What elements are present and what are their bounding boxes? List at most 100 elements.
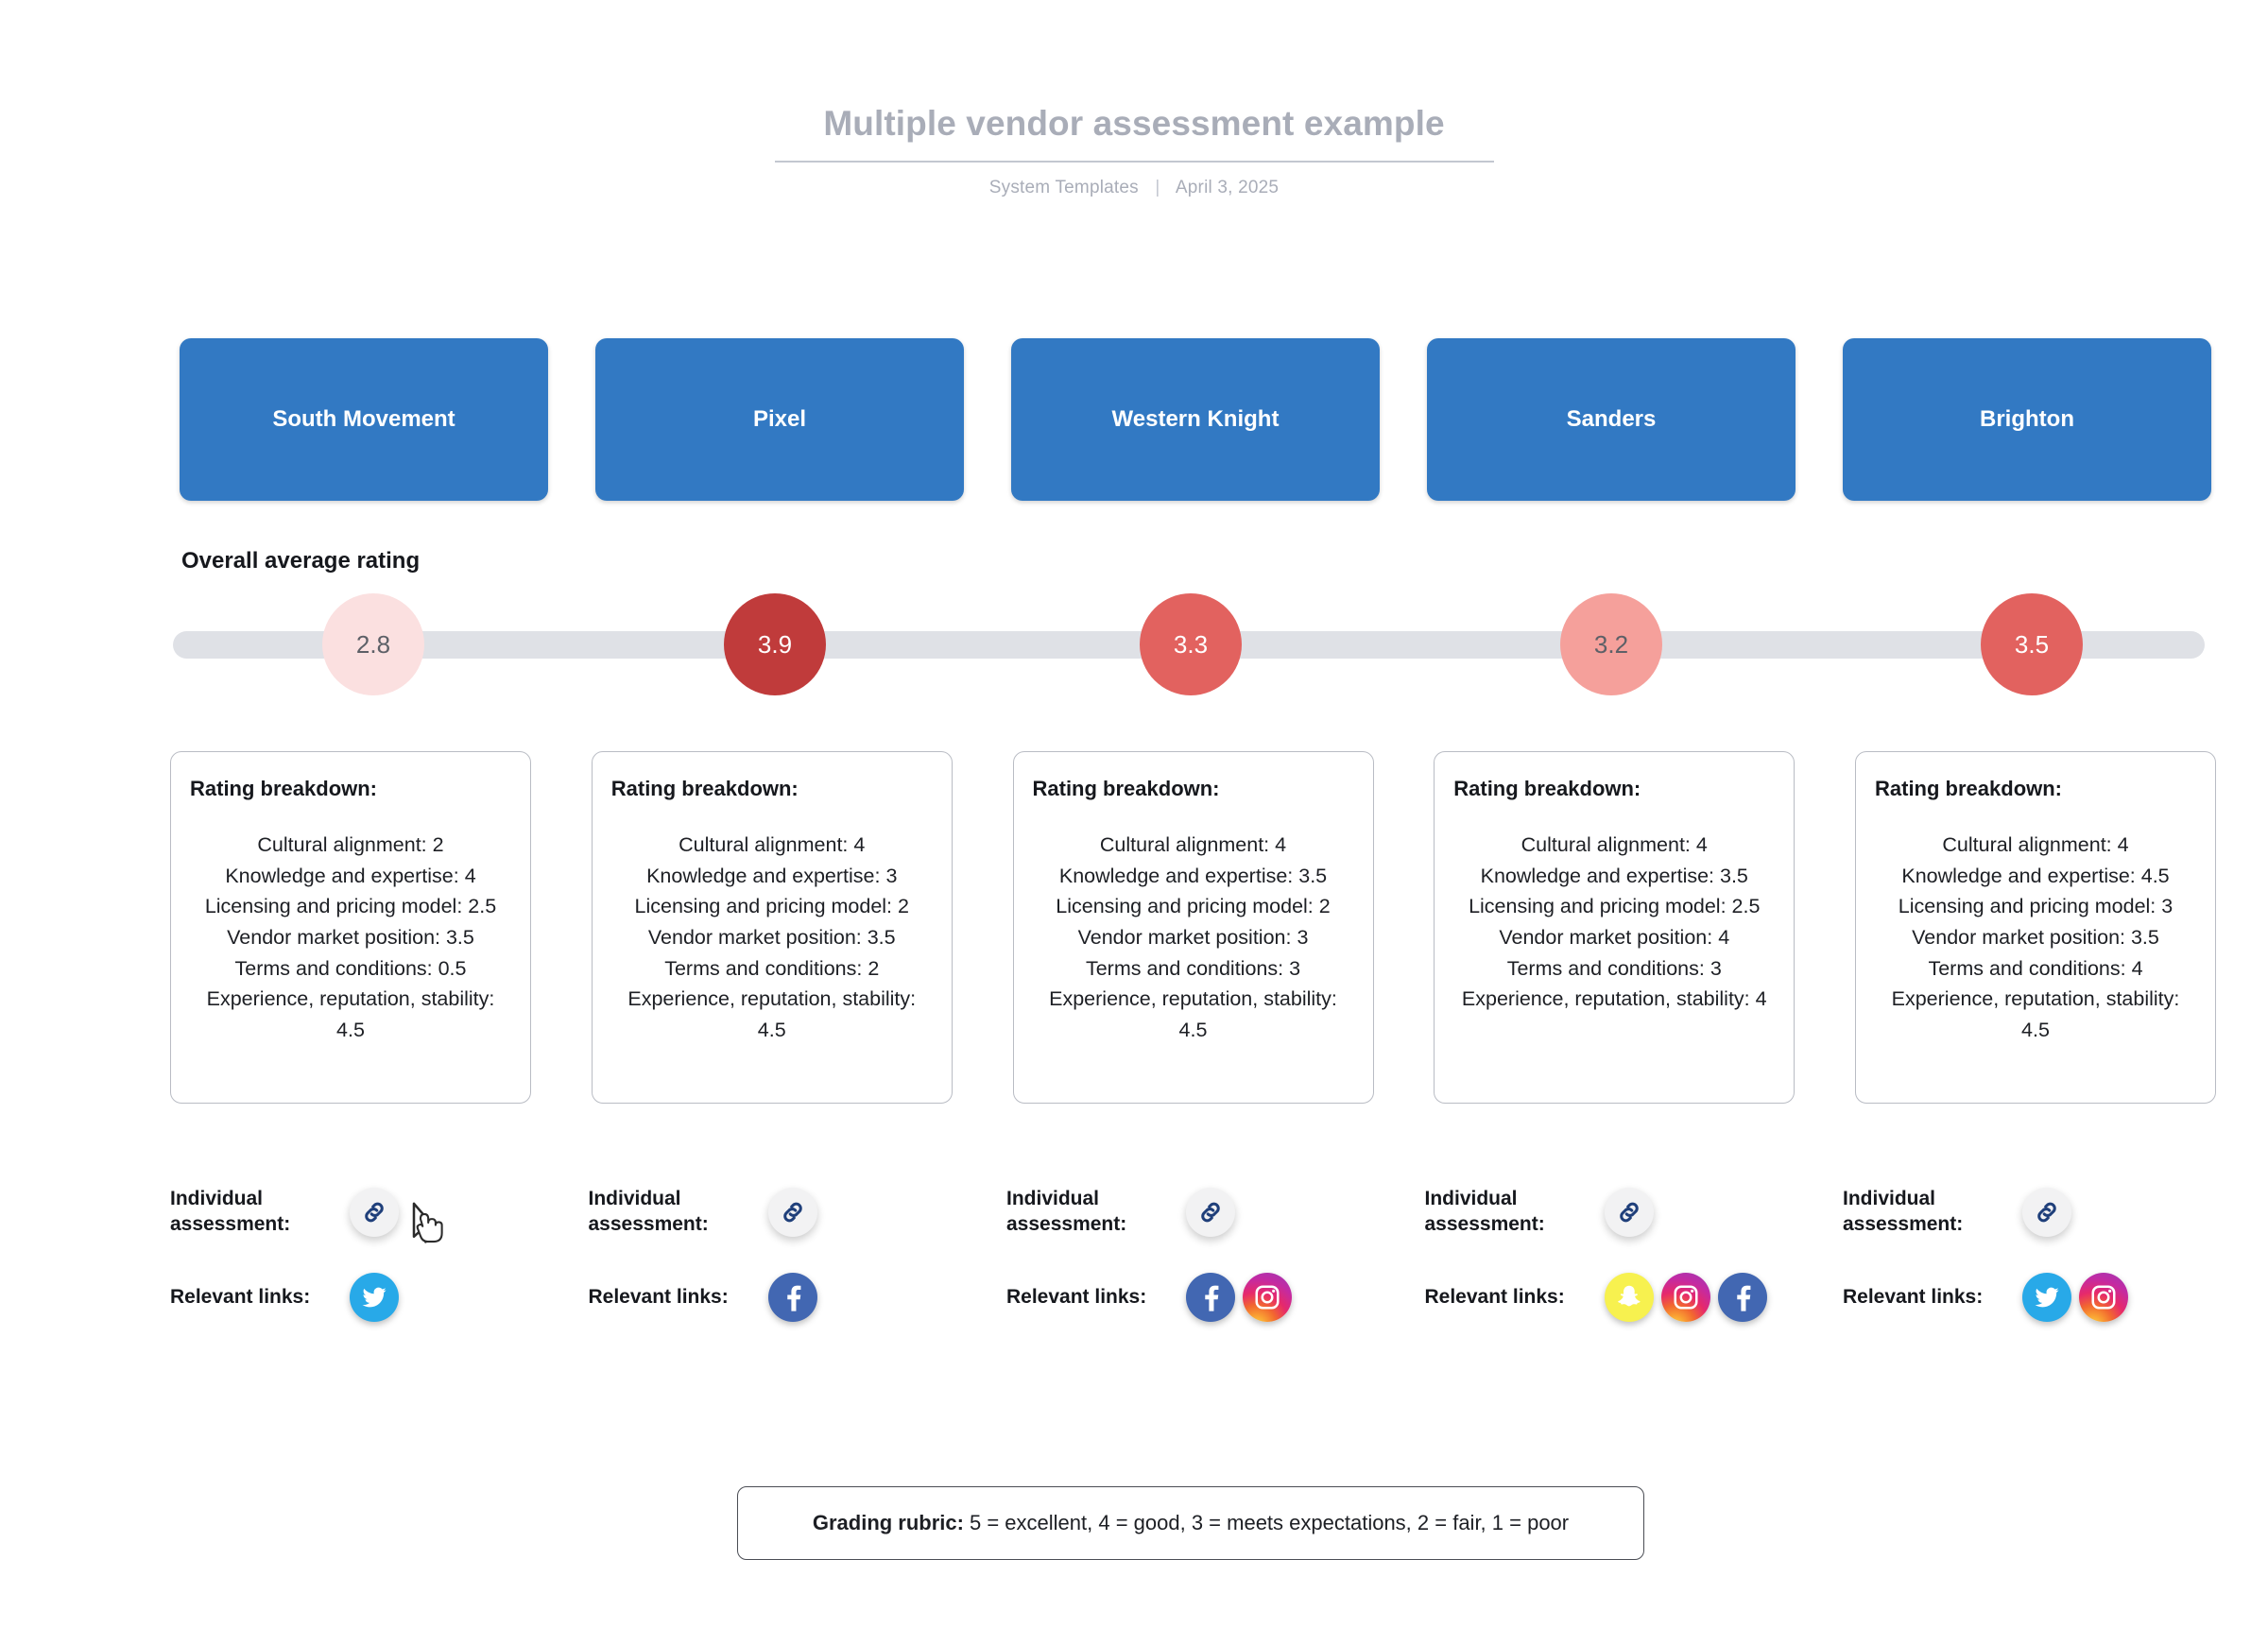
meta-source: System Templates <box>988 178 1139 197</box>
individual-assessment-label: Individual assessment: <box>1843 1188 1964 1235</box>
grading-rubric-label: Grading rubric: <box>812 1511 964 1534</box>
rating-breakdown-item: Cultural alignment: 4 <box>1521 833 1708 856</box>
rating-breakdown-item: Knowledge and expertise: 3 <box>646 864 898 887</box>
rating-breakdown-item: Vendor market position: 3.5 <box>227 926 474 950</box>
rating-bubble-3[interactable]: 3.3 <box>1140 593 1242 695</box>
individual-assessment-row: Individual assessment: <box>1425 1167 1803 1258</box>
link-icon[interactable] <box>2022 1188 2071 1237</box>
rating-breakdown-title: Rating breakdown: <box>1875 777 2063 800</box>
overall-rating-label: Overall average rating <box>181 548 421 574</box>
vendor-column: South Movement <box>180 338 548 501</box>
facebook-icon[interactable] <box>767 1273 817 1322</box>
rating-breakdown-item: Knowledge and expertise: 3.5 <box>1480 864 1748 887</box>
instagram-icon[interactable] <box>1243 1273 1292 1322</box>
individual-assessment-icons <box>767 1188 817 1237</box>
rating-bubble-4[interactable]: 3.2 <box>1560 593 1662 695</box>
rating-breakdown-item: Licensing and pricing model: 2.5 <box>1469 895 1761 918</box>
link-icon[interactable] <box>350 1188 399 1237</box>
vendor-card-5[interactable]: Brighton <box>1843 338 2211 501</box>
vendor-links-column: Individual assessment: Relevant links: <box>1425 1167 1803 1326</box>
rating-breakdown-item: Vendor market position: 3.5 <box>647 926 896 950</box>
rating-breakdown-item: Experience, reputation, stability: 4.5 <box>206 987 495 1042</box>
vendor-links-column: Individual assessment: Relevant links: <box>1843 1167 2221 1326</box>
rating-bubble-5[interactable]: 3.5 <box>1981 593 2083 695</box>
relevant-links-label: Relevant links: <box>1006 1285 1147 1308</box>
rating-breakdown-list: Cultural alignment: 4 Knowledge and exper… <box>1033 830 1354 1046</box>
vendor-name: Western Knight <box>1111 406 1280 432</box>
rating-breakdown-row: Rating breakdown: Cultural alignment: 2 Kn… <box>170 751 2216 1104</box>
rating-breakdown-item: Terms and conditions: 0.5 <box>234 956 467 980</box>
relevant-links-label: Relevant links: <box>170 1285 311 1308</box>
rating-value: 3.9 <box>757 629 793 659</box>
rating-breakdown-item: Licensing and pricing model: 2.5 <box>204 895 497 918</box>
document-header: Multiple vendor assessment example Syste… <box>0 104 2268 198</box>
rating-breakdown-title: Rating breakdown: <box>610 777 799 800</box>
vendor-column: Pixel <box>595 338 964 501</box>
rating-bubble-1[interactable]: 2.8 <box>322 593 424 695</box>
rating-breakdown-item: Knowledge and expertise: 4.5 <box>1901 864 2170 887</box>
individual-assessment-label: Individual assessment: <box>1006 1188 1127 1235</box>
twitter-icon[interactable] <box>350 1273 399 1322</box>
meta-date: April 3, 2025 <box>1175 178 1280 197</box>
rating-breakdown-item: Experience, reputation, stability: 4.5 <box>627 987 917 1042</box>
relevant-links-row: Relevant links: <box>1425 1269 1803 1326</box>
link-icon[interactable] <box>1186 1188 1235 1237</box>
individual-assessment-icons <box>350 1188 399 1237</box>
grading-rubric-box: Grading rubric: 5 = excellent, 4 = good,… <box>737 1486 1644 1560</box>
twitter-icon[interactable] <box>2022 1273 2071 1322</box>
individual-assessment-label: Individual assessment: <box>588 1188 709 1235</box>
facebook-icon[interactable] <box>1186 1273 1235 1322</box>
rating-breakdown-title: Rating breakdown: <box>1032 777 1220 800</box>
individual-assessment-row: Individual assessment: <box>1843 1167 2221 1258</box>
relevant-links-icons <box>350 1273 399 1322</box>
rating-breakdown-list: Cultural alignment: 4 Knowledge and exper… <box>611 830 933 1046</box>
vendor-card-1[interactable]: South Movement <box>180 338 548 501</box>
rating-breakdown-item: Vendor market position: 3 <box>1077 926 1309 950</box>
rating-breakdown-item: Terms and conditions: 3 <box>1506 956 1722 980</box>
rating-value: 3.5 <box>2014 629 2050 659</box>
vendor-column: Western Knight <box>1011 338 1380 501</box>
vendor-name: Brighton <box>1980 406 2074 432</box>
link-icon[interactable] <box>767 1188 817 1237</box>
relevant-links-label: Relevant links: <box>1843 1285 1984 1308</box>
rating-breakdown-item: Experience, reputation, stability: 4 <box>1461 987 1767 1011</box>
rating-breakdown-item: Cultural alignment: 4 <box>679 833 866 856</box>
vendor-card-4[interactable]: Sanders <box>1427 338 1796 501</box>
overall-rating-slider: 2.8 3.9 3.3 3.2 3.5 <box>0 586 2268 737</box>
rating-breakdown-item: Knowledge and expertise: 3.5 <box>1058 864 1328 887</box>
meta-separator: | <box>1155 178 1160 197</box>
vendor-links-row: Individual assessment: Relevant links: Ind… <box>170 1167 2221 1326</box>
rating-bubble-2[interactable]: 3.9 <box>724 593 826 695</box>
rating-breakdown-list: Cultural alignment: 4 Knowledge and exper… <box>1875 830 2196 1046</box>
snapchat-icon[interactable] <box>1604 1273 1654 1322</box>
vendor-links-column: Individual assessment:Relevant links: <box>589 1167 967 1326</box>
individual-assessment-icons <box>1604 1188 1654 1237</box>
rating-breakdown-item: Terms and conditions: 4 <box>1928 956 2143 980</box>
rating-breakdown-item: Cultural alignment: 4 <box>1942 833 2129 856</box>
individual-assessment-row: Individual assessment: <box>589 1167 967 1258</box>
rating-breakdown-item: Knowledge and expertise: 4 <box>225 864 476 887</box>
facebook-icon[interactable] <box>1717 1273 1767 1322</box>
rating-breakdown-item: Cultural alignment: 2 <box>257 833 444 856</box>
vendor-card-2[interactable]: Pixel <box>595 338 964 501</box>
rating-breakdown-title: Rating breakdown: <box>190 777 378 800</box>
vendor-column: Brighton <box>1843 338 2211 501</box>
rating-breakdown-list: Cultural alignment: 4 Knowledge and exper… <box>1453 830 1775 1015</box>
rating-breakdown-item: Vendor market position: 3.5 <box>1912 926 2159 950</box>
instagram-icon[interactable] <box>2079 1273 2128 1322</box>
relevant-links-icons <box>1186 1273 1292 1322</box>
relevant-links-label: Relevant links: <box>1424 1285 1565 1308</box>
rating-breakdown-box-2: Rating breakdown: Cultural alignment: 4 Kn… <box>591 751 953 1104</box>
link-icon[interactable] <box>1604 1188 1654 1237</box>
instagram-icon[interactable] <box>1660 1273 1710 1322</box>
rating-breakdown-item: Cultural alignment: 4 <box>1099 833 1287 856</box>
rating-breakdown-item: Terms and conditions: 2 <box>664 956 880 980</box>
relevant-links-row: Relevant links: <box>1006 1269 1384 1326</box>
rating-breakdown-box-5: Rating breakdown: Cultural alignment: 4 Kn… <box>1855 751 2216 1104</box>
rating-breakdown-item: Vendor market position: 4 <box>1499 926 1730 950</box>
rating-breakdown-box-3: Rating breakdown: Cultural alignment: 4 Kn… <box>1012 751 1374 1104</box>
document-meta: System Templates | April 3, 2025 <box>0 178 2268 198</box>
vendor-card-3[interactable]: Western Knight <box>1011 338 1380 501</box>
rating-breakdown-item: Licensing and pricing model: 3 <box>1898 895 2174 918</box>
